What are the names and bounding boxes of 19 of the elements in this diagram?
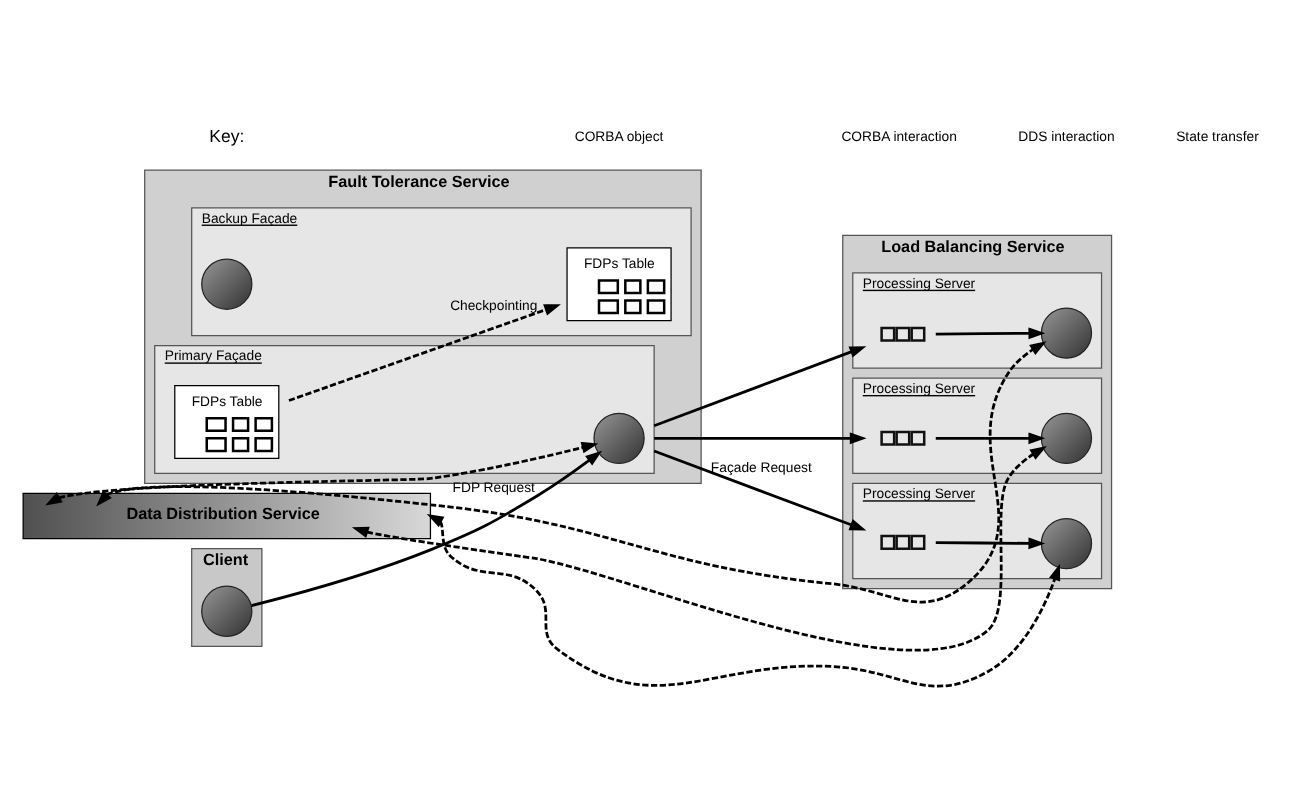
node-circle xyxy=(201,257,253,309)
label: Key: xyxy=(209,125,245,146)
arrow xyxy=(288,303,561,401)
arrow xyxy=(96,340,1047,603)
arrow xyxy=(654,431,867,444)
arrow xyxy=(653,448,867,530)
arrow xyxy=(653,345,867,426)
node-circle xyxy=(593,411,645,464)
node-circle xyxy=(201,584,253,636)
node-circle xyxy=(1040,516,1093,569)
node-circle xyxy=(1040,306,1093,358)
arrow xyxy=(45,440,599,505)
arrow xyxy=(351,445,1047,651)
arrow xyxy=(935,326,1046,339)
arrow xyxy=(935,536,1046,549)
arrow xyxy=(935,431,1046,444)
arrow xyxy=(426,513,1061,687)
node-circle xyxy=(1040,411,1093,464)
arrow xyxy=(251,449,603,606)
